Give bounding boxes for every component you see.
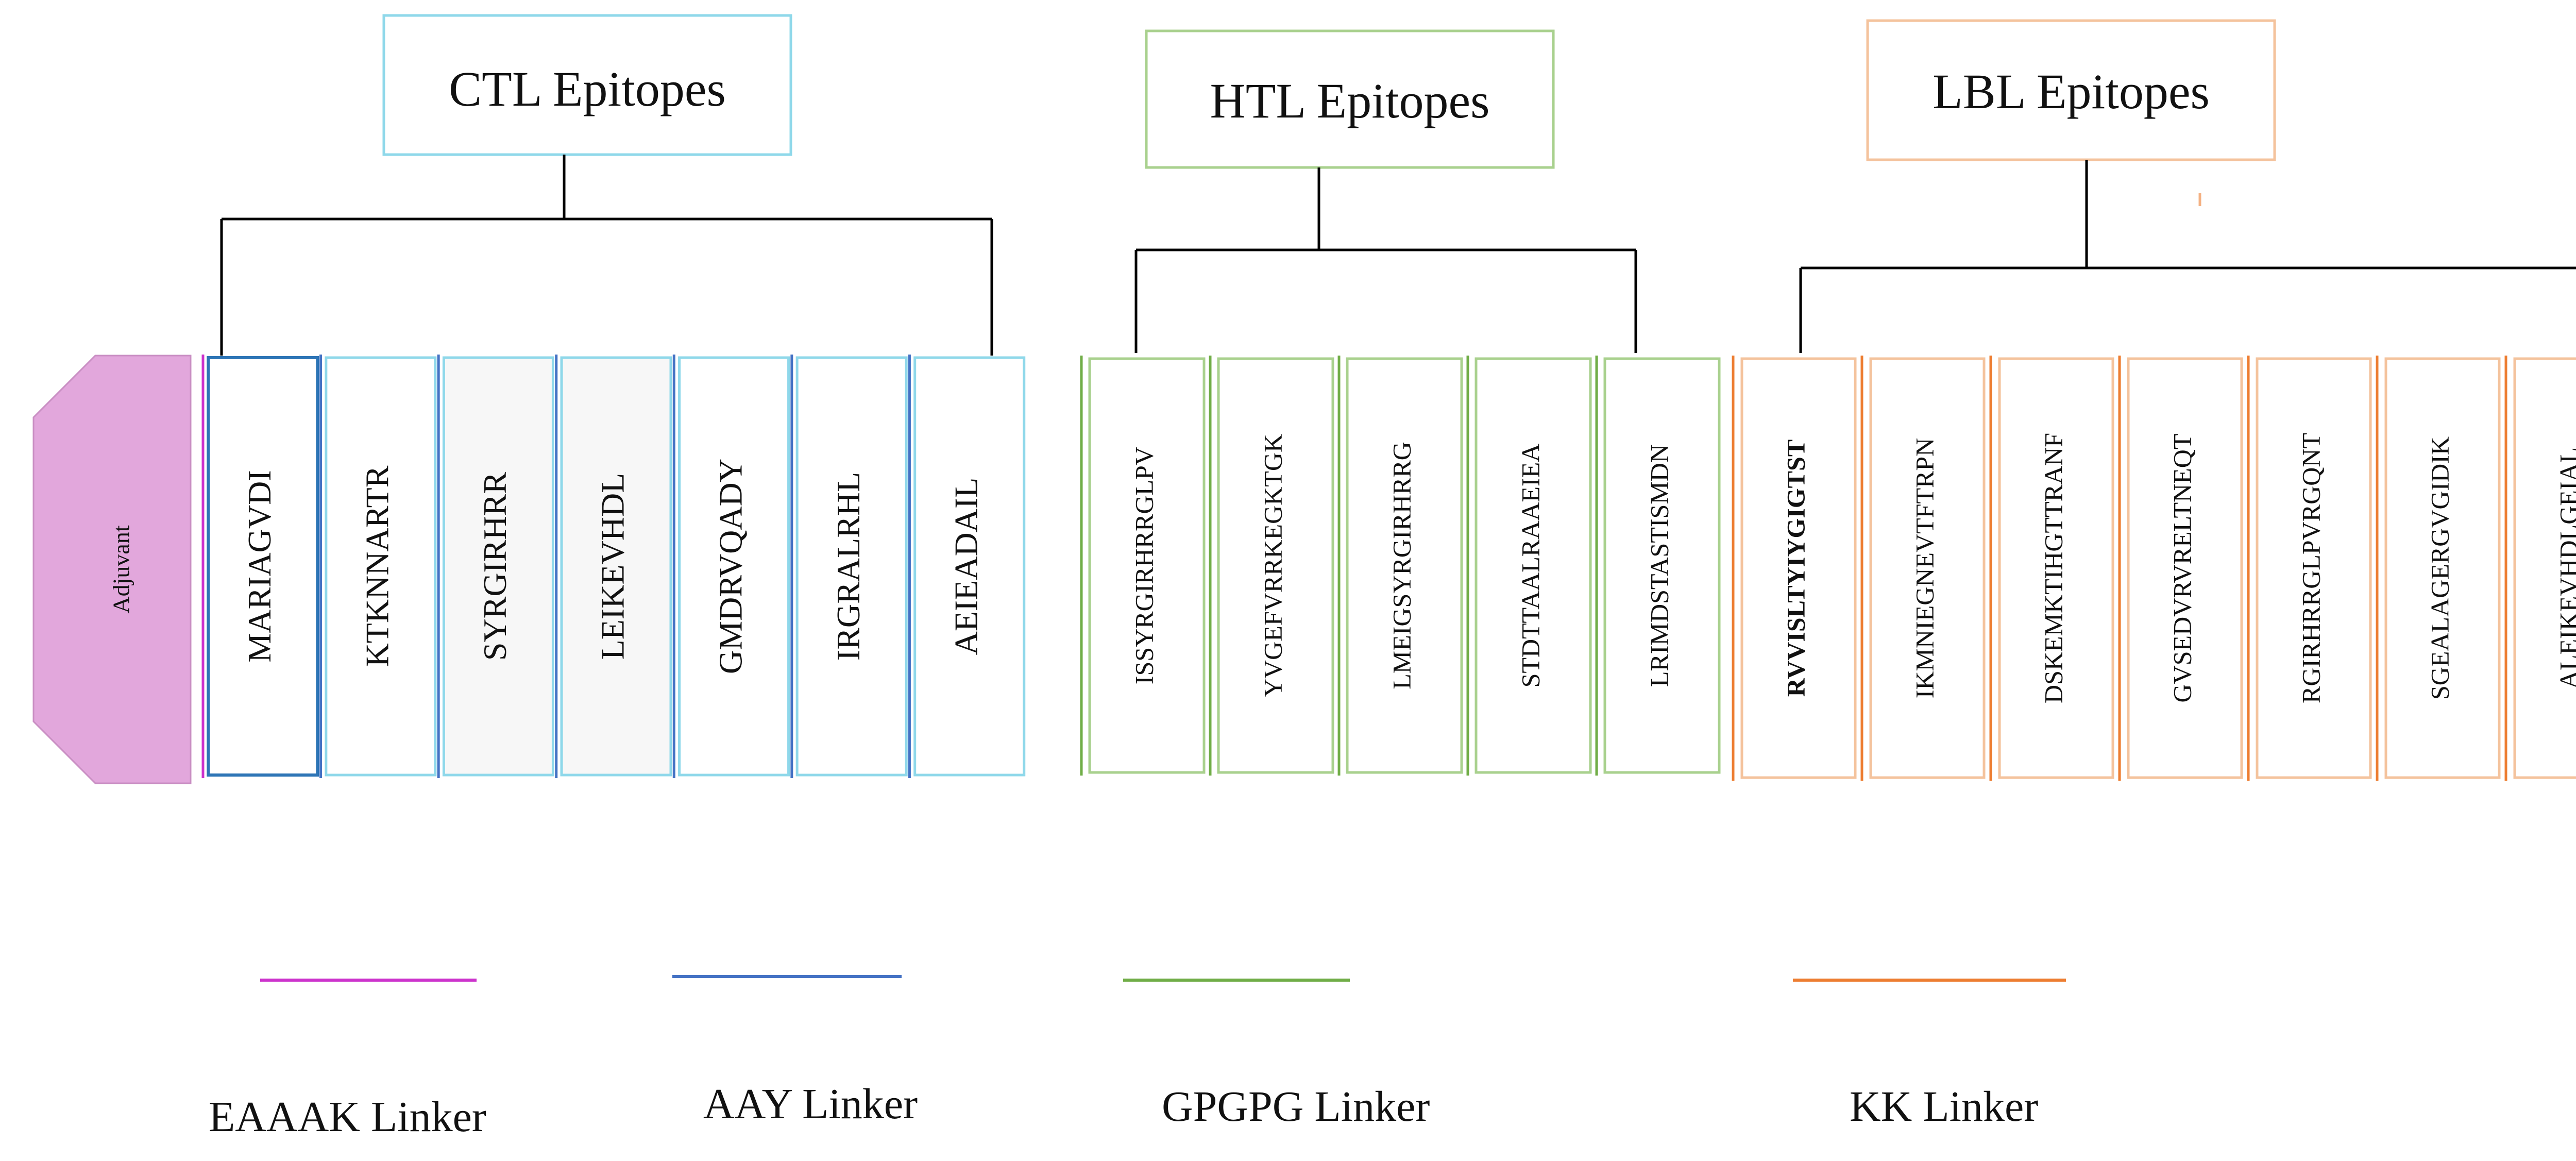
htl-epitope-5: LRIMDSTASTISMDN (1595, 356, 1721, 776)
lbl-epitope-2: IKMNIEGNEVTFTRPN (1860, 356, 1986, 781)
htl-epitope-sequence: ISSYRGIRHRRGLPV (1129, 447, 1158, 684)
lbl-epitope-box (2513, 357, 2576, 779)
htl-epitope-sequence: LRIMDSTASTISMDN (1645, 444, 1673, 687)
ctl-epitope-sequence: LEIKEVHDL (595, 473, 631, 660)
ctl-epitope-box (207, 356, 319, 777)
ctl-epitope-6: IRGRALRHL (790, 355, 908, 778)
lbl-bracket (1799, 160, 2576, 353)
lbl-epitope-sequence: IKMNIEGNEVTFTRPN (1910, 438, 1939, 699)
lbl-epitope-sequence: ALEIKEVHDLGEIAL (2554, 447, 2576, 689)
ctl-epitope-box (560, 356, 672, 777)
lbl-epitope-1: RVVISLTYIYGIGTST (1732, 356, 1857, 781)
htl-epitope-box (1603, 357, 1721, 774)
ctl-epitope-sequence: MARIAGVDI (241, 470, 278, 662)
adjuvant: Adjuvant (32, 355, 192, 784)
lbl-epitope-sequence: RVVISLTYIYGIGTST (1781, 440, 1810, 697)
htl-epitope-box (1346, 357, 1463, 774)
lbl-epitope-box (2384, 357, 2501, 779)
lbl-epitope-box (1740, 357, 1857, 779)
htl-epitope-sequence: YVGEFVRRKEGKTGK (1258, 434, 1287, 697)
adjuvant-arrow (32, 355, 192, 784)
epitope-boxes: MARIAGVDI KTKNNARTR SYRGIRHRR LEIKEVHDL GMDR… (201, 355, 2576, 781)
htl-epitope-box (1475, 357, 1592, 774)
lbl-epitope-box (2127, 357, 2243, 779)
ctl-bracket (220, 155, 993, 356)
ctl-epitope-5: GMDRVQADY (672, 355, 790, 778)
htl-epitope-2: YVGEFVRRKEGKTGK (1209, 356, 1334, 776)
htl-epitope-sequence: LMEIGSYRGIRHRRG (1387, 442, 1416, 689)
lbl-header-box (1866, 19, 2276, 161)
ctl-epitope-2: KTKNNARTR (319, 355, 437, 778)
htl-header-box (1145, 29, 1555, 169)
linker-legend: EAAAK Linker AAY Linker GPGPG Linker KK … (209, 975, 2066, 1141)
htl-epitope-4: STDTTAALRAAEIEA (1466, 356, 1592, 776)
htl-epitope-box (1088, 357, 1206, 774)
ctl-header: CTL Epitopes (382, 14, 792, 156)
ctl-epitope-box (325, 356, 437, 777)
htl-epitope-1: ISSYRGIRHRRGLPV (1080, 356, 1206, 776)
lbl-epitope-box (1869, 357, 1986, 779)
htl-epitope-3: LMEIGSYRGIRHRRG (1337, 356, 1463, 776)
lbl-epitope-4: GVSEDVRVRELTNEQT (2118, 356, 2243, 781)
htl-header-title: HTL Epitopes (1210, 73, 1490, 128)
lbl-epitope-sequence: SGEALAGERGVGIDIK (2425, 436, 2454, 700)
ctl-epitope-sequence: IRGRALRHL (830, 472, 867, 661)
ctl-epitope-sequence: GMDRVQADY (712, 459, 749, 674)
ctl-epitope-sequence: KTKNNARTR (359, 465, 396, 667)
ctl-header-title: CTL Epitopes (449, 61, 726, 116)
lbl-header-title: LBL Epitopes (1933, 64, 2210, 119)
ctl-epitope-box (442, 356, 554, 777)
ctl-header-box (382, 14, 792, 156)
lbl-epitope-6: SGEALAGERGVGIDIK (2376, 356, 2501, 781)
adjuvant-label: Adjuvant (108, 525, 134, 613)
ctl-epitope-3: SYRGIRHRR (437, 355, 554, 778)
ctl-epitope-1: MARIAGVDI (201, 355, 319, 778)
htl-epitope-box (1217, 357, 1334, 774)
legend-label-kk: KK Linker (1850, 1083, 2038, 1131)
ctl-epitope-box (795, 356, 908, 777)
lbl-epitope-box (2256, 357, 2372, 779)
ctl-epitope-4: LEIKEVHDL (555, 355, 672, 778)
lbl-epitope-sequence: GVSEDVRVRELTNEQT (2167, 434, 2196, 703)
lbl-epitope-box (1998, 357, 2114, 779)
lbl-epitope-5: RGIRHRRGLPVRGQNT (2247, 356, 2372, 781)
htl-bracket (1134, 167, 1637, 353)
ctl-epitope-box (913, 356, 1026, 777)
ctl-epitope-sequence: SYRGIRHRR (477, 472, 513, 661)
lbl-header: LBL Epitopes (1866, 19, 2276, 161)
ctl-epitope-box (678, 356, 790, 777)
htl-header: HTL Epitopes (1145, 29, 1555, 169)
legend-label-eaaak: EAAAK Linker (209, 1093, 486, 1141)
ctl-epitope-sequence: AEIEADAIL (947, 478, 984, 655)
lbl-epitope-3: DSKEMKTIHGTTRANF (1989, 356, 2114, 781)
lbl-epitope-sequence: RGIRHRRGLPVRGQNT (2296, 433, 2325, 703)
legend-label-gpgpg: GPGPG Linker (1162, 1083, 1430, 1131)
legend-label-aay: AAY Linker (703, 1080, 918, 1128)
htl-epitope-sequence: STDTTAALRAAEIEA (1516, 444, 1545, 688)
ctl-epitope-7: AEIEADAIL (908, 355, 1026, 778)
lbl-epitope-sequence: DSKEMKTIHGTTRANF (2039, 433, 2067, 703)
lbl-epitope-7: ALEIKEVHDLGEIAL (2504, 356, 2576, 781)
